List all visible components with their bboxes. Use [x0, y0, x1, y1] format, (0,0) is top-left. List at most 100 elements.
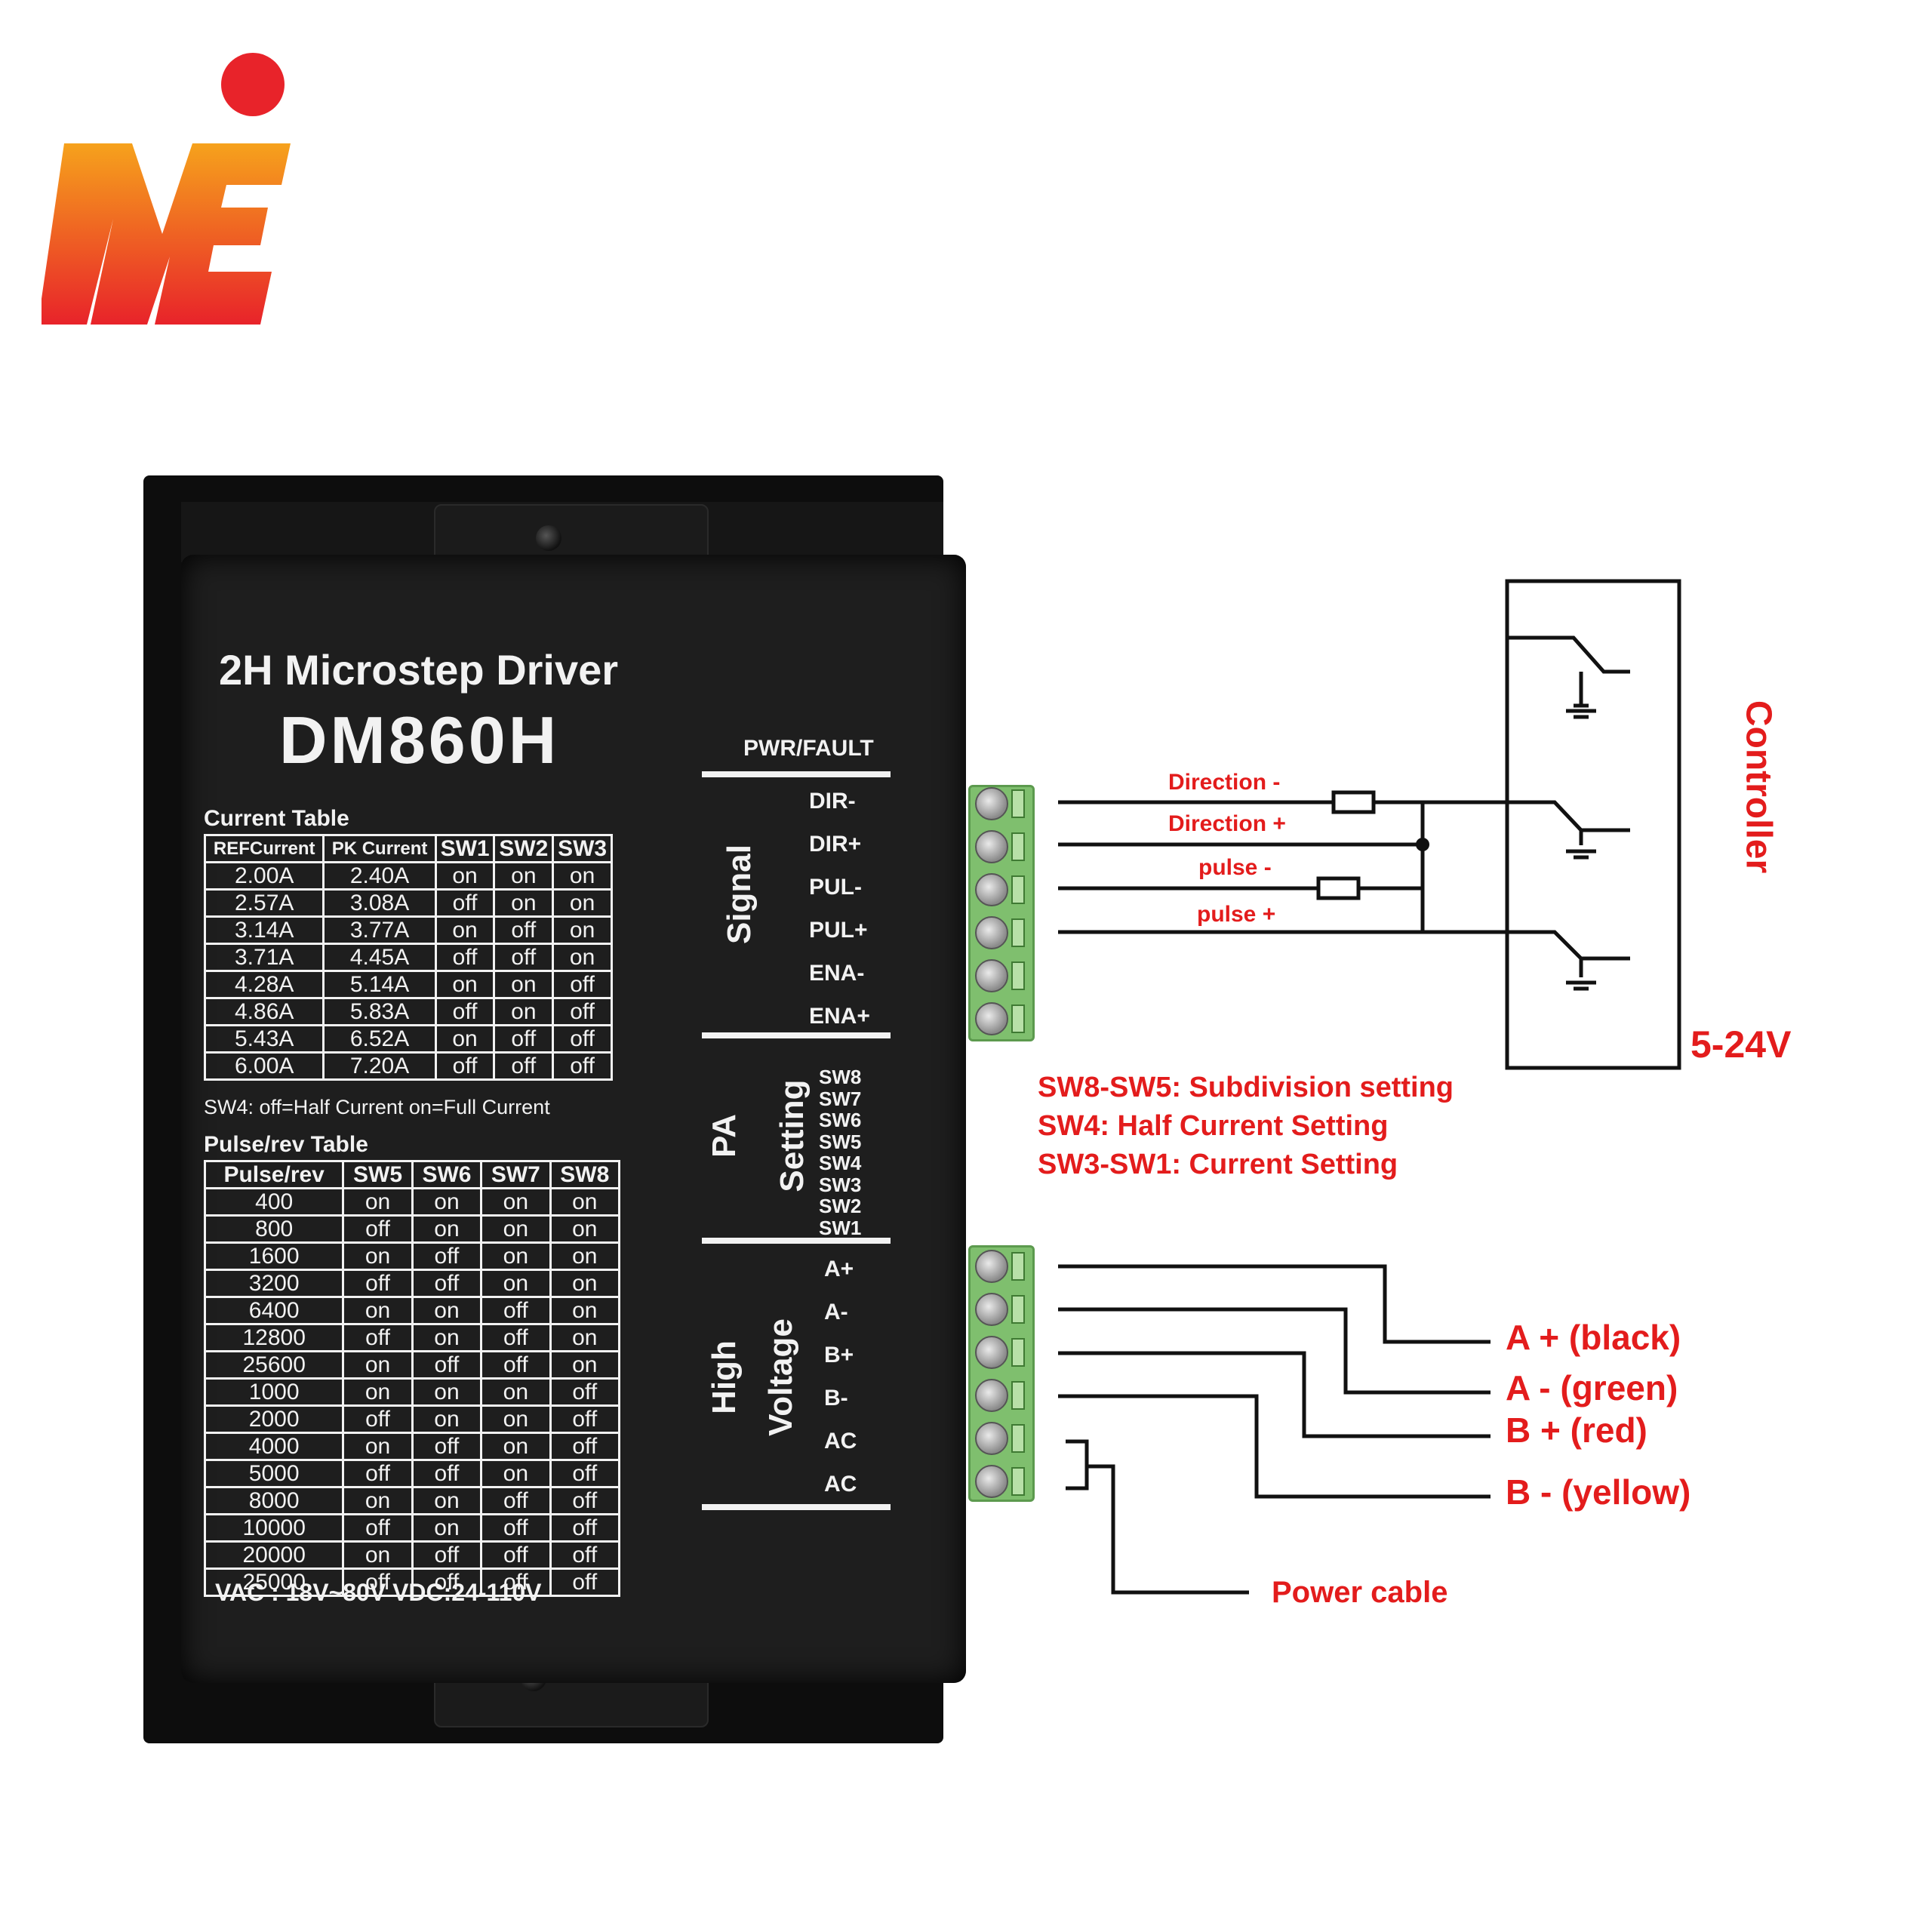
- dip-switch-label: SW2: [819, 1195, 862, 1217]
- table-cell: 4000: [203, 1432, 345, 1461]
- table-cell: on: [411, 1513, 483, 1543]
- driver-title: 2H Microstep Driver: [219, 646, 619, 694]
- table-cell: 800: [203, 1214, 345, 1244]
- switch-note-2: SW4: Half Current Setting: [1038, 1110, 1389, 1142]
- power-terminal-block: [968, 1245, 1035, 1502]
- divider: [702, 1032, 891, 1038]
- table-header-cell: SW5: [342, 1160, 414, 1189]
- power-terminal-label: B+: [824, 1343, 854, 1367]
- table-cell: off: [434, 1051, 496, 1081]
- power-cable-label: Power cable: [1272, 1576, 1448, 1609]
- table-cell: 3200: [203, 1269, 345, 1298]
- power-terminal-label: A-: [824, 1300, 848, 1324]
- table-cell: 3.71A: [203, 943, 325, 972]
- terminal-slot: [1011, 1004, 1025, 1033]
- table-header-cell: SW7: [480, 1160, 552, 1189]
- table-cell: on: [549, 1269, 621, 1298]
- controller-box: [1505, 579, 1681, 1070]
- table-cell: off: [552, 970, 613, 999]
- power-terminal-label: AC: [824, 1472, 857, 1497]
- table-cell: off: [411, 1269, 483, 1298]
- table-cell: 6.00A: [203, 1051, 325, 1081]
- table-cell: off: [552, 1051, 613, 1081]
- direction-minus-label: Direction -: [1168, 770, 1281, 795]
- table-cell: off: [411, 1540, 483, 1570]
- power-terminal-label: A+: [824, 1257, 854, 1281]
- table-cell: off: [434, 997, 496, 1026]
- dip-switch-label: SW5: [819, 1130, 862, 1153]
- table-cell: 2.40A: [322, 861, 437, 891]
- divider: [702, 1238, 891, 1244]
- table-cell: on: [342, 1377, 414, 1407]
- table-cell: on: [549, 1214, 621, 1244]
- terminal-screw-icon: [975, 1002, 1008, 1035]
- table-cell: 8000: [203, 1486, 345, 1515]
- table-cell: off: [411, 1432, 483, 1461]
- table-cell: on: [549, 1350, 621, 1380]
- table-cell: on: [493, 997, 555, 1026]
- voltage-note: VAC : 18V~80V VDC:24-110V: [215, 1579, 542, 1606]
- terminal-screw-icon: [975, 1422, 1008, 1455]
- table-cell: 5.83A: [322, 997, 437, 1026]
- table-cell: 2.00A: [203, 861, 325, 891]
- switch-note-3: SW3-SW1: Current Setting: [1038, 1149, 1398, 1180]
- table-cell: on: [549, 1187, 621, 1217]
- table-cell: 25600: [203, 1350, 345, 1380]
- signal-terminal-block: [968, 785, 1035, 1041]
- signal-terminal-label: DIR+: [809, 832, 862, 857]
- table-cell: 2.57A: [203, 888, 325, 918]
- table-cell: on: [552, 943, 613, 972]
- pulse-plus-label: pulse +: [1197, 902, 1276, 927]
- table-header-cell: SW6: [411, 1160, 483, 1189]
- table-cell: off: [342, 1214, 414, 1244]
- table-cell: on: [480, 1187, 552, 1217]
- table-cell: on: [480, 1241, 552, 1271]
- dip-switch-label: SW6: [819, 1109, 862, 1131]
- table-cell: on: [480, 1432, 552, 1461]
- table-cell: 5.14A: [322, 970, 437, 999]
- table-cell: off: [342, 1513, 414, 1543]
- table-header-cell: SW2: [493, 834, 555, 863]
- dip-switch-label: SW4: [819, 1152, 862, 1174]
- table-cell: 3.14A: [203, 915, 325, 945]
- terminal-slot: [1011, 875, 1025, 904]
- terminal-screw-icon: [975, 1250, 1008, 1283]
- table-header-cell: SW1: [434, 834, 496, 863]
- table-cell: off: [342, 1459, 414, 1488]
- a-minus-label: A - (green): [1506, 1368, 1678, 1407]
- table-cell: 1600: [203, 1241, 345, 1271]
- table-cell: on: [549, 1296, 621, 1325]
- table-cell: on: [342, 1432, 414, 1461]
- table-cell: 6.52A: [322, 1024, 437, 1054]
- table-cell: off: [434, 943, 496, 972]
- table-cell: off: [342, 1323, 414, 1352]
- terminal-screw-icon: [975, 873, 1008, 906]
- power-terminal-label: B-: [824, 1386, 848, 1411]
- table-cell: on: [411, 1323, 483, 1352]
- terminal-slot: [1011, 1295, 1025, 1324]
- table-cell: off: [493, 915, 555, 945]
- table-cell: on: [342, 1350, 414, 1380]
- table-cell: on: [480, 1269, 552, 1298]
- brand-logo: [42, 53, 291, 325]
- table-cell: 6400: [203, 1296, 345, 1325]
- table-cell: on: [434, 970, 496, 999]
- table-cell: on: [411, 1296, 483, 1325]
- junction-dot: [1416, 838, 1429, 851]
- table-cell: off: [480, 1540, 552, 1570]
- table-header-cell: PK Current: [322, 834, 437, 863]
- table-header-cell: Pulse/rev: [203, 1160, 345, 1189]
- table-cell: off: [549, 1459, 621, 1488]
- terminal-screw-icon: [975, 787, 1008, 820]
- table-cell: on: [493, 861, 555, 891]
